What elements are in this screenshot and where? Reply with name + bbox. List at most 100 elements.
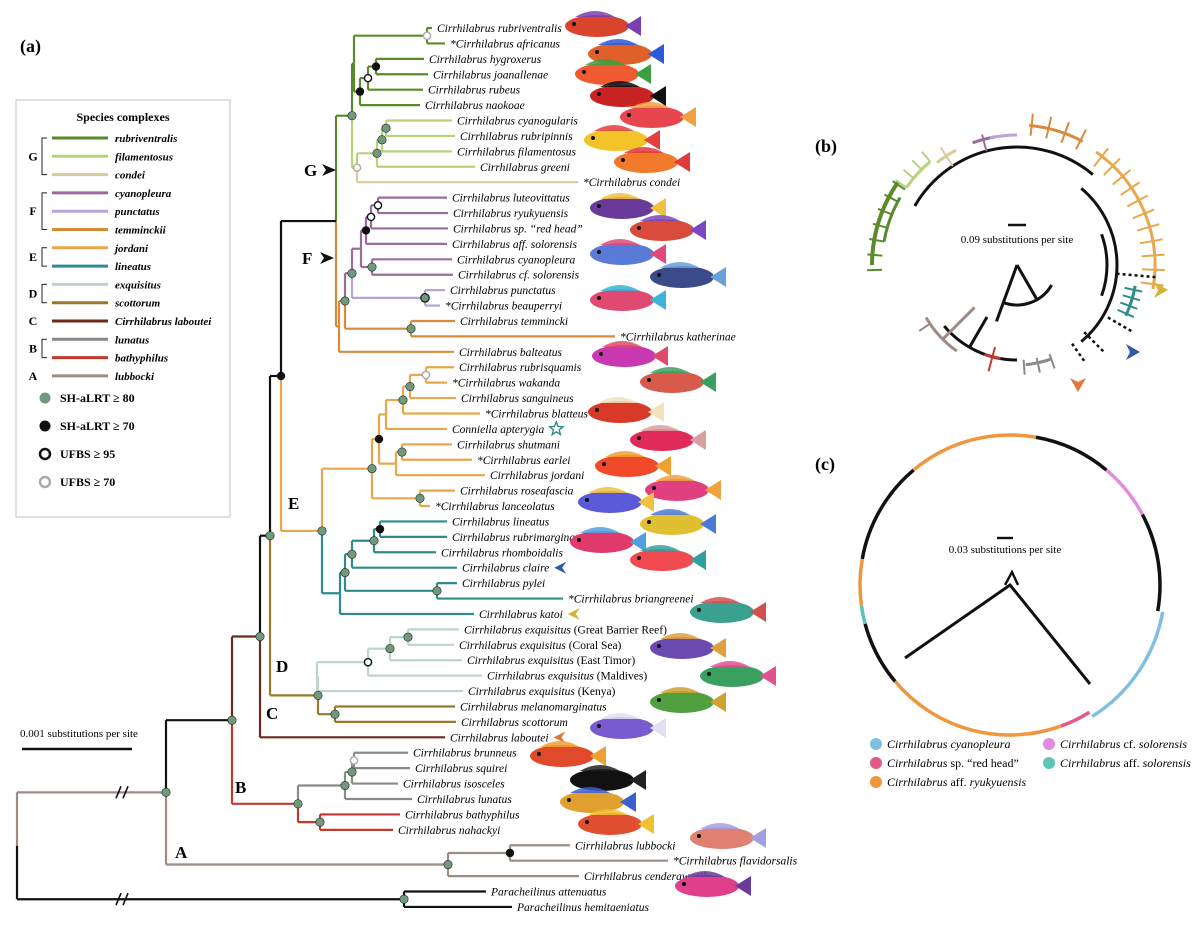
- tip-label: Cirrhilabrus aff. solorensis: [452, 239, 577, 251]
- circular-branch: [1035, 435, 1108, 472]
- legend-item: exquisitus: [115, 279, 161, 291]
- panel-c-legend-item: Cirrhilabrus aff. solorensis: [1060, 756, 1191, 770]
- circular-branch: [1002, 284, 1053, 307]
- support-node: [385, 644, 395, 654]
- legend-letter: C: [29, 314, 38, 328]
- circular-branch: [1103, 157, 1121, 176]
- arrowhead-marker: [553, 731, 566, 744]
- legend-dot: [870, 738, 882, 750]
- support-node: [352, 163, 362, 173]
- circular-branch: [987, 346, 996, 372]
- arrowhead-marker: [567, 607, 580, 620]
- support-node: [363, 657, 373, 667]
- circular-branch: [995, 264, 1019, 322]
- fish-illustration: [650, 687, 726, 713]
- legend-item: temminckii: [115, 225, 167, 237]
- tip-label: Cirrhilabrus exquisitus (Great Barrier R…: [464, 624, 667, 636]
- clade-label-d: D: [276, 657, 288, 676]
- support-node: [375, 524, 385, 534]
- circular-branch: [1048, 353, 1056, 369]
- clade-label-c: C: [266, 704, 278, 723]
- circular-branch: [939, 147, 954, 167]
- legend-item: punctatus: [114, 206, 160, 218]
- tip-label: Cirrhilabrus cenderawasih: [584, 871, 709, 883]
- circular-branch: [941, 306, 976, 341]
- tip-label: Cirrhilabrus squirei: [415, 763, 507, 775]
- circular-branch: [1003, 569, 1020, 586]
- circular-branch: [921, 150, 931, 163]
- support-node: [349, 756, 359, 765]
- tip-label: Cirrhilabrus punctatus: [450, 285, 556, 297]
- clade-label-b: B: [235, 778, 246, 797]
- star-marker: [547, 419, 565, 437]
- circular-branch: [1120, 301, 1138, 310]
- circular-branch: [1105, 468, 1144, 516]
- fish-illustration: [630, 215, 706, 241]
- circular-branch: [1141, 268, 1165, 272]
- legend-letter: E: [29, 250, 37, 264]
- tip-label: *Cirrhilabrus briangreenei: [568, 594, 694, 606]
- support-node: [347, 767, 357, 777]
- panel-a-label: (a): [20, 36, 41, 57]
- fish-illustration: [584, 125, 660, 151]
- circular-branch: [1071, 342, 1086, 363]
- clade-arrow: [320, 252, 334, 264]
- tip-label: Cirrhilabrus naokoae: [425, 100, 525, 112]
- support-node: [276, 371, 286, 381]
- circular-branch: [924, 316, 958, 353]
- support-node: [340, 568, 350, 578]
- circular-branch: [1124, 286, 1143, 293]
- support-node: [227, 715, 237, 725]
- tip-label: Cirrhilabrus rubrimarginatus: [452, 532, 589, 544]
- support-node: [373, 201, 383, 210]
- support-node: [381, 123, 391, 133]
- circular-branch: [1122, 294, 1141, 302]
- support-node: [330, 709, 340, 719]
- tip-label: *Cirrhilabrus africanus: [450, 38, 561, 50]
- tip-label: Paracheilinus hemitaeniatus: [516, 902, 649, 914]
- tip-label: Cirrhilabrus scottorum: [461, 717, 568, 729]
- legend-item: filamentosus: [115, 151, 173, 163]
- legend-item: scottorum: [114, 298, 161, 310]
- support-label: SH-aLRT ≥ 80: [60, 391, 135, 405]
- support-node: [340, 781, 350, 791]
- support-node: [347, 549, 357, 559]
- circular-branch: [1117, 308, 1135, 318]
- tip-label: *Cirrhilabrus flavidorsalis: [673, 856, 798, 868]
- support-node: [372, 148, 382, 158]
- tip-label: Cirrhilabrus joanallenae: [433, 69, 548, 81]
- support-node: [265, 531, 275, 541]
- legend-item: lubbocki: [115, 371, 155, 383]
- scale-text-b: 0.09 substitutions per site: [961, 234, 1074, 246]
- legend-item: lunatus: [115, 334, 149, 346]
- circular-branch: [1015, 264, 1039, 301]
- support-node: [361, 226, 371, 235]
- tip-label: Cirrhilabrus balteatus: [459, 347, 563, 359]
- circular-branch: [918, 322, 931, 332]
- circular-branch: [863, 623, 897, 683]
- circular-branch: [911, 159, 923, 171]
- tip-label: *Cirrhilabrus lanceolatus: [435, 501, 555, 513]
- tip-label: Cirrhilabrus melanomarginatus: [460, 701, 607, 713]
- scale-bar-a: 0.001 substitutions per site: [20, 728, 138, 751]
- circular-branch: [1035, 357, 1041, 373]
- support-node: [422, 31, 432, 41]
- tip-label: Cirrhilabrus lunatus: [417, 794, 512, 806]
- panel-c-legend-item: Cirrhilabrus sp. “red head”: [887, 756, 1019, 770]
- circular-branch: [867, 268, 883, 272]
- support-node: [505, 848, 515, 858]
- tip-label: *Cirrhilabrus blatteus: [485, 409, 589, 421]
- circular-branch: [913, 145, 1094, 207]
- fish-illustration: [590, 239, 666, 265]
- tip-label: *Cirrhilabrus wakanda: [452, 378, 560, 390]
- circular-branch: [981, 134, 988, 152]
- legend-dot: [870, 757, 882, 769]
- fish-illustration: [640, 367, 716, 393]
- tip-label: Cirrhilabrus shutmani: [457, 439, 560, 451]
- circular-branch: [912, 433, 1037, 472]
- tip-label: Cirrhilabrus nahackyi: [398, 825, 500, 837]
- legend-item: jordani: [113, 243, 149, 255]
- support-node: [367, 262, 377, 272]
